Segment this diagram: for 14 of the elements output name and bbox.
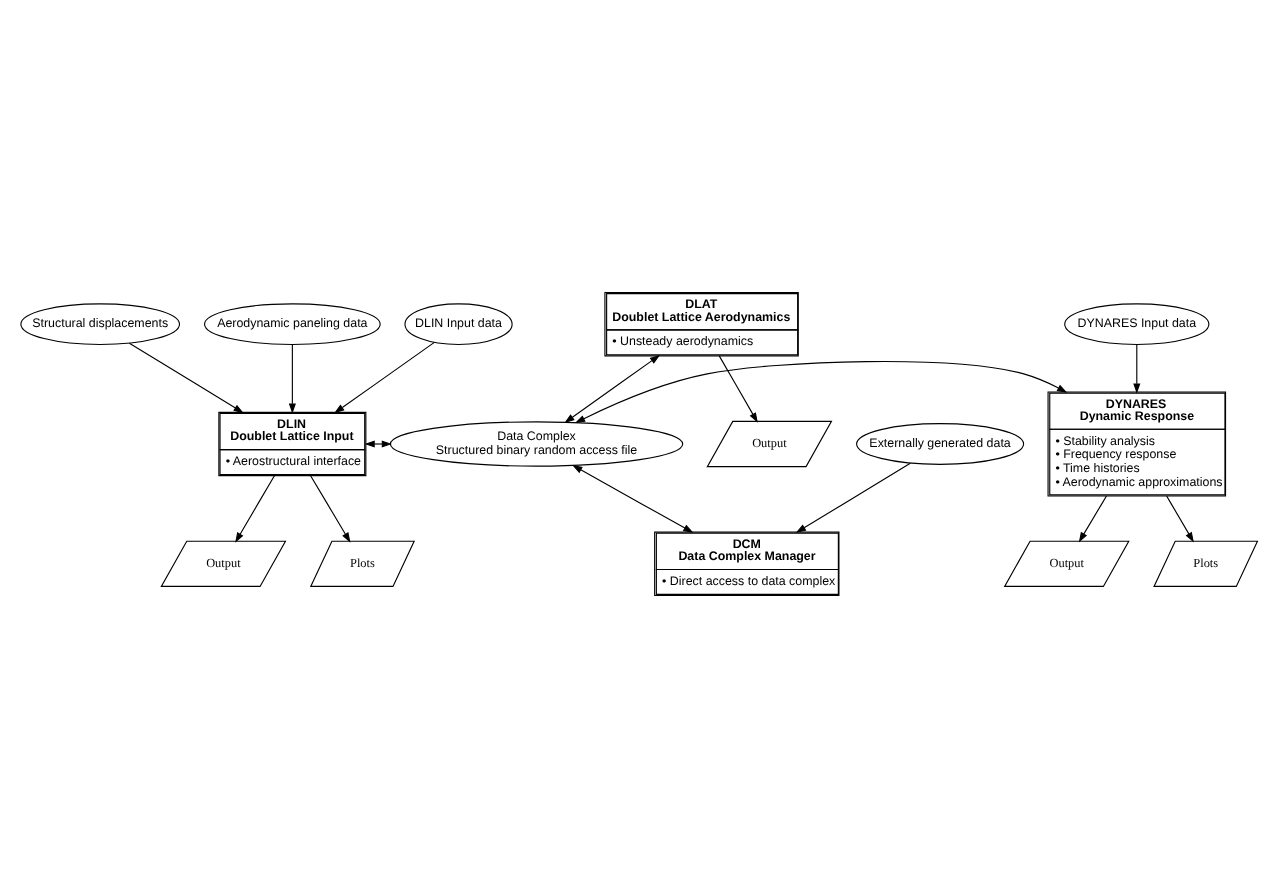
- arrow: [1133, 344, 1141, 394]
- arrow: [564, 354, 661, 424]
- arrow: [334, 341, 435, 414]
- arrow: [310, 475, 351, 543]
- arrow: [575, 361, 1068, 424]
- arrow: [795, 462, 911, 533]
- arrow: [718, 355, 758, 423]
- arrow: [364, 440, 392, 448]
- arrow: [1078, 495, 1108, 543]
- arrow: [128, 342, 244, 414]
- arrow: [572, 465, 694, 533]
- arrow: [288, 344, 296, 414]
- arrow: [235, 475, 275, 543]
- arrow: [1166, 495, 1194, 543]
